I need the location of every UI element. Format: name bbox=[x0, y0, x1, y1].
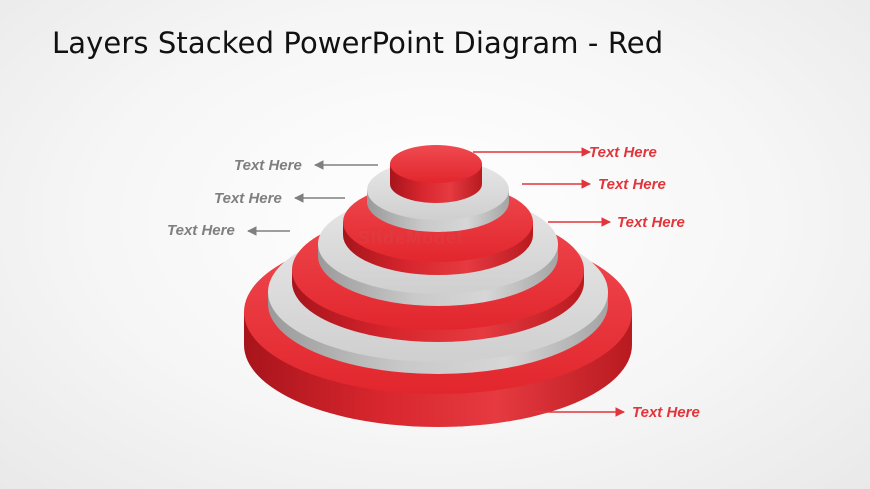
watermark: SlideModel bbox=[358, 228, 464, 248]
right-label-3: Text Here bbox=[617, 214, 685, 231]
left-label-3: Text Here bbox=[167, 222, 235, 239]
right-label-4: Text Here bbox=[632, 404, 700, 421]
right-label-1: Text Here bbox=[589, 144, 657, 161]
slide-title: Layers Stacked PowerPoint Diagram - Red bbox=[52, 26, 664, 60]
left-label-2: Text Here bbox=[214, 190, 282, 207]
right-label-2: Text Here bbox=[598, 176, 666, 193]
left-label-1: Text Here bbox=[234, 157, 302, 174]
layer-7-red bbox=[390, 145, 482, 203]
